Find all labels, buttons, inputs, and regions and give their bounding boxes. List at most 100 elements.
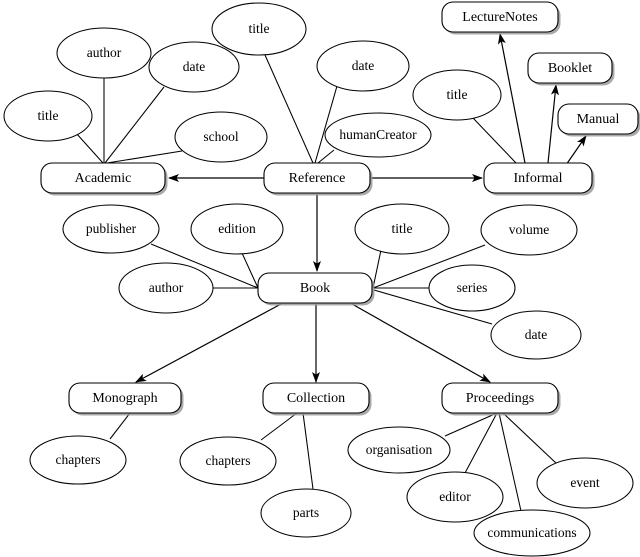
relation-edge-book-to-proceedings (351, 303, 491, 383)
attribute-nodes-layer: titleauthordateschooltitledatehumanCreat… (3, 2, 634, 557)
entity-nodes-layer: Academic Reference Informal LectureNotesBoo… (40, 1, 640, 416)
attribute-edge-proceedings-communications (498, 412, 522, 512)
attribute-edge-proceedings-organisation (444, 412, 498, 437)
attribute-node-book-series[interactable]: series (428, 264, 516, 312)
relation-edges-layer (135, 33, 587, 383)
entity-node-proceedings[interactable]: Proceedings (441, 382, 561, 416)
attribute-edge-reference-title (264, 54, 314, 164)
attribute-edge-book-publisher (150, 243, 259, 289)
attribute-label-book-series: series (457, 280, 488, 295)
entity-label-informal: Informal (514, 171, 563, 186)
attribute-label-reference-title: title (249, 21, 270, 36)
attribute-ellipse-monograph-chapters (29, 435, 127, 485)
attribute-edge-reference-humancreator (317, 149, 335, 164)
attribute-node-proceedings-organisation[interactable]: organisation (347, 426, 451, 474)
attribute-label-book-date: date (525, 327, 548, 342)
attribute-ellipse-book-title (354, 203, 450, 255)
entity-box-lecturenotes (441, 1, 559, 33)
attribute-label-academic-title: title (38, 108, 59, 123)
entity-node-manual[interactable]: Manual (557, 103, 640, 137)
attribute-ellipse-academic-school (174, 111, 268, 163)
attribute-edge-academic-date (104, 86, 165, 164)
relation-edge-book-to-monograph (135, 303, 282, 383)
attribute-node-proceedings-communications[interactable]: communications (473, 509, 591, 557)
entity-node-collection[interactable]: Collection (262, 382, 372, 416)
entity-label-reference: Reference (289, 171, 346, 186)
attribute-label-book-author: author (149, 280, 184, 295)
attribute-node-informal-title[interactable]: title (412, 69, 502, 121)
entity-label-academic: Academic (75, 171, 132, 186)
attribute-edge-monograph-chapters (109, 412, 131, 440)
attribute-label-monograph-chapters: chapters (56, 452, 101, 467)
attribute-node-book-edition[interactable]: edition (190, 203, 284, 255)
attribute-label-proceedings-communications: communications (487, 525, 576, 540)
attribute-edge-proceedings-editor (464, 412, 498, 474)
attribute-node-proceedings-event[interactable]: event (536, 457, 634, 509)
attribute-ellipse-informal-title (412, 69, 502, 121)
relation-edge-informal-to-lecturenotes (497, 33, 526, 164)
attribute-node-academic-school[interactable]: school (174, 111, 268, 163)
attribute-node-book-publisher[interactable]: publisher (62, 204, 160, 254)
attribute-ellipse-collection-parts (260, 488, 352, 538)
attribute-ellipse-book-volume (480, 204, 578, 256)
attribute-ellipse-proceedings-event (536, 457, 634, 509)
attribute-node-collection-chapters[interactable]: chapters (179, 436, 277, 486)
entity-label-book: Book (300, 281, 330, 296)
attribute-ellipse-reference-title (211, 2, 307, 56)
attribute-ellipse-collection-chapters (179, 436, 277, 486)
attribute-edges-layer (75, 54, 558, 512)
entity-box-book (257, 272, 373, 304)
entity-node-book[interactable]: Book (257, 272, 375, 306)
entity-label-proceedings: Proceedings (466, 391, 534, 406)
entity-label-manual: Manual (577, 112, 620, 127)
attribute-label-collection-chapters: chapters (206, 453, 251, 468)
attribute-node-reference-date[interactable]: date (316, 40, 410, 92)
attribute-node-book-volume[interactable]: volume (480, 204, 578, 256)
attribute-node-book-title[interactable]: title (354, 203, 450, 255)
attribute-ellipse-proceedings-organisation (347, 426, 451, 474)
entity-node-reference[interactable]: Reference (263, 162, 373, 196)
attribute-ellipse-proceedings-editor (406, 471, 504, 523)
attribute-label-proceedings-editor: editor (439, 489, 471, 504)
attribute-edge-proceedings-event (502, 412, 558, 465)
entity-node-academic[interactable]: Academic (40, 162, 168, 196)
attribute-edge-book-edition (241, 252, 259, 289)
attribute-label-proceedings-organisation: organisation (366, 442, 433, 457)
relation-edge-informal-to-booklet (547, 84, 559, 164)
attribute-node-book-date[interactable]: date (490, 310, 582, 360)
attribute-node-reference-humancreator[interactable]: humanCreator (324, 112, 432, 158)
entity-box-collection (262, 382, 370, 414)
attribute-edge-academic-title (75, 132, 104, 164)
entity-node-monograph[interactable]: Monograph (68, 382, 184, 416)
attribute-edge-collection-chapters (260, 412, 298, 441)
attribute-node-academic-title[interactable]: title (3, 90, 93, 142)
attribute-ellipse-reference-humancreator (324, 112, 432, 158)
entity-label-lecturenotes: LectureNotes (462, 10, 537, 25)
entity-box-monograph (68, 382, 182, 414)
attribute-node-reference-title[interactable]: title (211, 2, 307, 56)
entity-node-lecturenotes[interactable]: LectureNotes (441, 1, 561, 35)
attribute-label-book-edition: edition (218, 221, 256, 236)
entity-box-manual (557, 103, 639, 135)
attribute-ellipse-proceedings-communications (473, 509, 591, 557)
attribute-node-collection-parts[interactable]: parts (260, 488, 352, 538)
attribute-node-proceedings-editor[interactable]: editor (406, 471, 504, 523)
attribute-label-reference-humancreator: humanCreator (339, 127, 417, 142)
attribute-node-academic-author[interactable]: author (56, 27, 152, 79)
entity-node-booklet[interactable]: Booklet (527, 52, 615, 86)
attribute-label-academic-school: school (203, 129, 238, 144)
attribute-edge-informal-title (472, 117, 517, 164)
attribute-label-proceedings-event: event (570, 475, 599, 490)
attribute-node-book-author[interactable]: author (118, 262, 214, 314)
attribute-ellipse-book-author (118, 262, 214, 314)
entity-node-informal[interactable]: Informal (483, 162, 595, 196)
attribute-node-academic-date[interactable]: date (148, 41, 240, 93)
entity-box-academic (40, 162, 166, 194)
attribute-label-academic-author: author (87, 45, 122, 60)
entity-box-reference (263, 162, 371, 194)
attribute-label-book-volume: volume (509, 222, 550, 237)
attribute-label-academic-date: date (183, 59, 206, 74)
attribute-node-monograph-chapters[interactable]: chapters (29, 435, 127, 485)
